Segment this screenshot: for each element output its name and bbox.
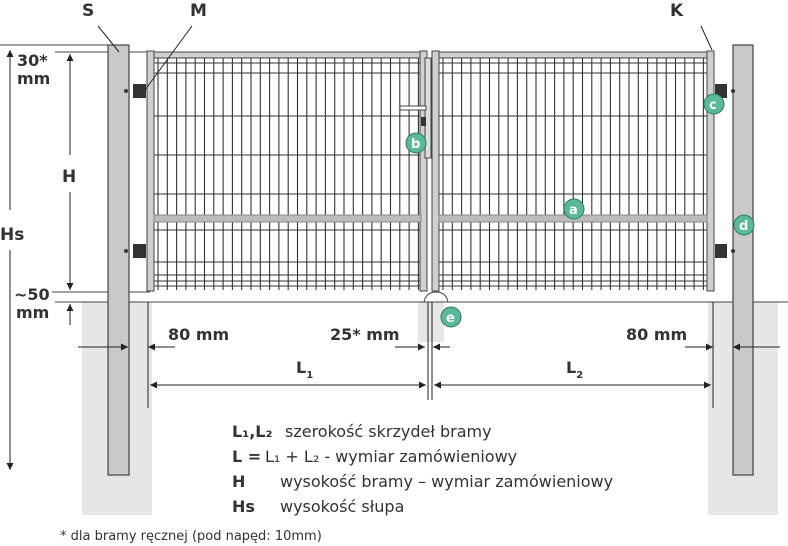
gap-dimensions <box>78 302 780 408</box>
center-gap-label: 25* mm <box>330 325 400 344</box>
label-Hs: Hs <box>0 225 24 245</box>
pointer-M <box>144 25 193 91</box>
label-H: H <box>62 167 76 187</box>
label-L1: L1 <box>296 358 313 381</box>
badge-c: c <box>703 93 725 115</box>
footnote: * dla bramy ręcznej (pod napęd: 10mm) <box>60 529 322 544</box>
ground-gap-unit: mm <box>16 303 49 322</box>
label-S: S <box>82 1 94 21</box>
right-post <box>732 44 754 476</box>
legend-text: L₁ + L₂ - wymiar zamówieniowy <box>265 447 517 466</box>
ground-gap-value: ~50 <box>14 285 50 304</box>
gate-frame <box>146 50 715 292</box>
legend-key: L = <box>232 447 261 466</box>
legend-text: szerokość skrzydeł bramy <box>285 422 492 441</box>
right-gap-label: 80 mm <box>626 325 687 344</box>
pointer-S <box>97 25 120 53</box>
legend-text: wysokość słupa <box>280 497 404 516</box>
lock-handle[interactable] <box>399 57 432 159</box>
svg-text:b: b <box>411 137 420 152</box>
svg-text:e: e <box>446 311 455 326</box>
left-gap-label: 80 mm <box>168 325 229 344</box>
badge-a: a <box>563 198 585 220</box>
svg-text:c: c <box>709 98 717 113</box>
badge-b: b <box>405 132 427 154</box>
legend: L₁,L₂ szerokość skrzydeł bramy L = L₁ + … <box>232 422 613 516</box>
ground-stop-icon <box>423 291 449 303</box>
label-M: M <box>190 1 207 21</box>
center-foundation <box>418 302 444 342</box>
hinge-icon <box>124 84 735 258</box>
legend-text: wysokość bramy – wymiar zamówieniowy <box>280 472 613 491</box>
label-K: K <box>670 1 684 21</box>
badge-d: d <box>733 214 755 236</box>
left-post <box>107 44 130 476</box>
top-gap-value: 30* <box>17 51 48 70</box>
legend-key: L₁,L₂ <box>232 422 272 441</box>
legend-key: Hs <box>232 497 255 516</box>
svg-text:d: d <box>739 219 748 234</box>
pointer-K <box>700 25 713 51</box>
svg-text:a: a <box>569 203 578 218</box>
label-L2: L2 <box>566 358 583 381</box>
gate-mesh <box>154 58 707 290</box>
badge-e: e <box>440 306 462 328</box>
top-gap-unit: mm <box>17 69 50 88</box>
legend-key: H <box>232 472 245 491</box>
